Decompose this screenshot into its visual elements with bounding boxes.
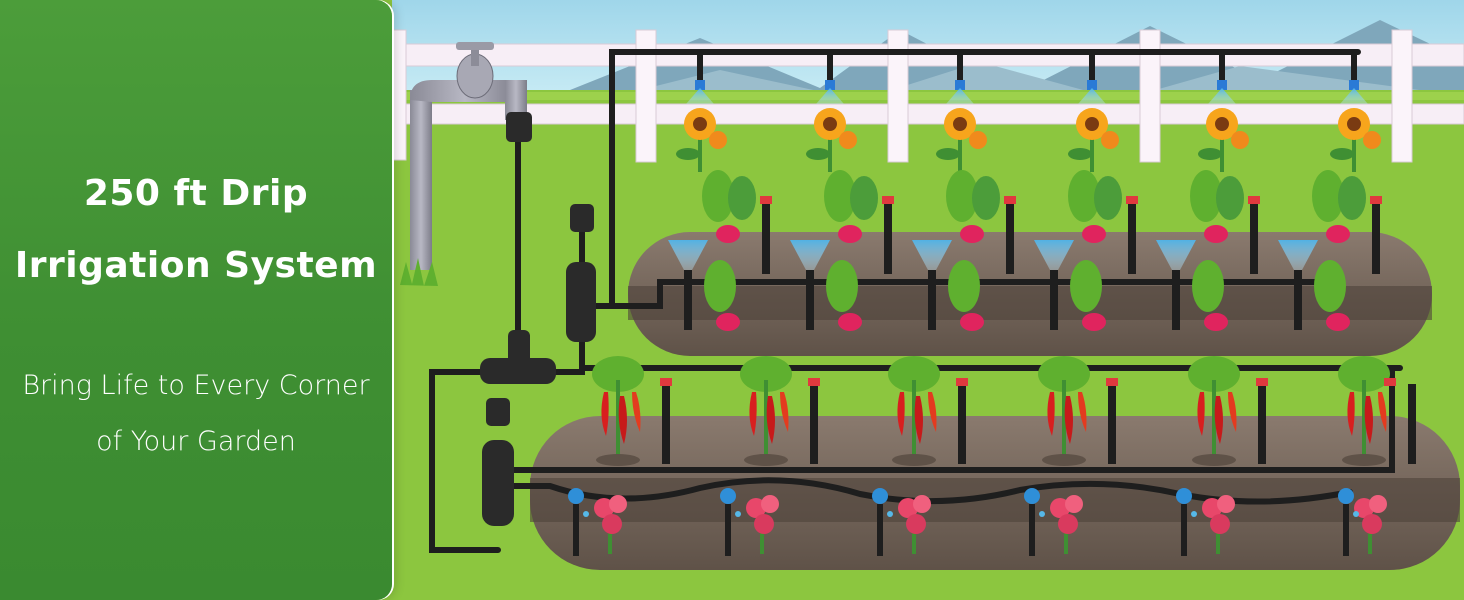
tee-connector-icon <box>480 112 596 526</box>
panel-title: 250 ft Drip Irrigation System <box>0 158 392 302</box>
title-line-1: 250 ft Drip <box>83 173 309 214</box>
chili-pepper-row <box>592 356 1416 466</box>
title-line-2: Irrigation System <box>14 245 378 286</box>
main-tubing <box>429 49 1403 553</box>
subtitle-line-1: Bring Life to Every Corner <box>22 370 370 401</box>
left-info-panel: 250 ft Drip Irrigation System Bring Life… <box>0 0 392 600</box>
faucet-icon <box>400 42 527 286</box>
carnation-row <box>568 488 1387 556</box>
sunflower-row <box>676 52 1381 172</box>
panel-subtitle: Bring Life to Every Corner of Your Garde… <box>0 358 392 470</box>
subtitle-line-2: of Your Garden <box>96 426 296 457</box>
radish-row <box>668 170 1382 331</box>
